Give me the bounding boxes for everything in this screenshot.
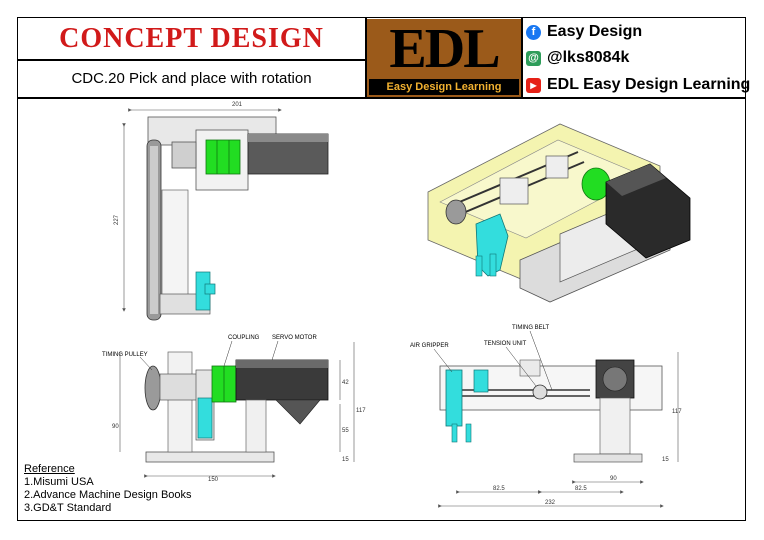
front-view-base: [145, 451, 275, 463]
reference-item: 1.Misumi USA: [24, 476, 94, 488]
page-title: CONCEPT DESIGN: [59, 23, 324, 54]
dim-side-left: 82.5: [493, 486, 505, 492]
logo-caption: Easy Design Learning: [369, 79, 519, 95]
side-view-tension-unit: [532, 384, 548, 400]
label-timing-belt: TIMING BELT: [512, 325, 550, 331]
page-subtitle: CDC.20 Pick and place with rotation: [71, 69, 312, 87]
top-view: 201 227: [114, 102, 329, 321]
social-email-label: @lks8084k: [547, 49, 630, 66]
isometric-view: [427, 123, 691, 303]
reference-item: 2.Advance Machine Design Books: [24, 489, 192, 501]
label-coupling: COUPLING: [228, 335, 260, 341]
top-view-bearing: [171, 141, 197, 169]
reference-heading: Reference: [24, 463, 75, 475]
youtube-icon: ▶: [526, 77, 541, 93]
drawing-sheet-border: [17, 17, 746, 521]
header-divider-right: [521, 17, 523, 98]
dim-side-right: 82.5: [575, 486, 587, 492]
dim-side-height: 117: [672, 409, 682, 415]
dim-front-left: 90: [112, 424, 119, 430]
front-view: TIMING PULLEY COUPLING SERVO MOTOR 150 9…: [102, 335, 366, 483]
title-divider: [17, 59, 366, 61]
side-view-air-gripper: [445, 369, 463, 427]
dim-side-motor: 90: [610, 476, 617, 482]
social-youtube-label: EDL Easy Design Learning: [547, 76, 751, 93]
dim-side-total: 232: [545, 500, 556, 506]
facebook-icon: f: [526, 24, 541, 40]
front-view-timing-pulley: [144, 365, 162, 411]
reference-block: Reference 1.Misumi USA 2.Advance Machine…: [24, 463, 192, 515]
label-tension-unit: TENSION UNIT: [484, 341, 527, 347]
logo-letters: EDL: [389, 18, 500, 80]
edl-logo: EDL Easy Design Learning: [367, 19, 521, 97]
social-facebook-label: Easy Design: [547, 23, 643, 40]
header-bottom-border: [17, 97, 746, 99]
top-view-arm: [161, 189, 189, 311]
reference-item: 3.GD&T Standard: [24, 502, 112, 514]
social-email[interactable]: @ @lks8084k: [526, 47, 629, 69]
dim-top-width: 201: [232, 102, 243, 108]
front-view-column: [167, 351, 193, 453]
dim-front-h1: 42: [342, 380, 349, 386]
top-view-coupling: [205, 139, 241, 175]
dim-front-h3: 55: [342, 428, 349, 434]
label-timing-pulley: TIMING PULLEY: [102, 352, 148, 358]
dim-side-base: 15: [662, 457, 669, 463]
label-air-gripper: AIR GRIPPER: [410, 343, 449, 349]
front-view-air-gripper: [197, 397, 213, 439]
iso-timing-pulley: [445, 199, 467, 225]
dim-front-h2: 117: [356, 408, 366, 414]
header-divider-left: [365, 17, 367, 98]
social-facebook[interactable]: f Easy Design: [526, 21, 642, 43]
at-sign-icon: @: [526, 50, 541, 66]
side-view-base: [573, 453, 643, 463]
label-servo-motor: SERVO MOTOR: [272, 335, 317, 341]
dim-front-h4: 15: [342, 457, 349, 463]
social-youtube[interactable]: ▶ EDL Easy Design Learning: [526, 74, 750, 96]
side-view: AIR GRIPPER TENSION UNIT TIMING BELT 82.…: [410, 325, 682, 508]
dim-front-width: 150: [208, 477, 219, 483]
dim-top-height: 227: [114, 214, 120, 225]
